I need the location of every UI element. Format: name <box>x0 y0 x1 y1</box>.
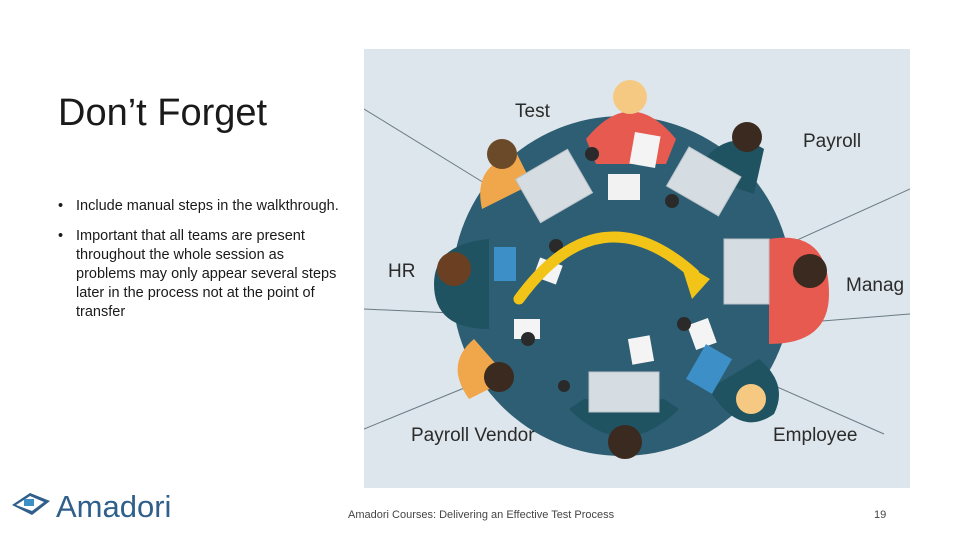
person-hr <box>434 239 489 329</box>
label-manager: Manag <box>846 275 904 296</box>
label-payroll-vendor: Payroll Vendor <box>411 425 535 446</box>
papers <box>514 131 717 365</box>
divider-lines <box>364 108 910 435</box>
slide-title: Don’t Forget <box>58 92 268 134</box>
bullet-item: • Important that all teams are present t… <box>56 227 346 322</box>
bullet-dot: • <box>58 228 64 244</box>
amadori-logo: Amadori <box>12 489 171 524</box>
bullet-list: • Include manual steps in the walkthroug… <box>56 197 346 333</box>
label-payroll: Payroll <box>803 131 861 152</box>
bullet-text: Include manual steps in the walkthrough. <box>76 198 339 214</box>
person-payroll <box>694 122 764 194</box>
person-employee <box>709 359 779 423</box>
handoff-arrow <box>513 231 710 305</box>
amadori-logo-icon <box>12 493 50 515</box>
tablets <box>494 247 732 394</box>
label-hr: HR <box>388 261 415 282</box>
footer-text: Amadori Courses: Delivering an Effective… <box>348 509 615 521</box>
page-number: 19 <box>874 509 887 521</box>
label-test: Test <box>515 101 551 122</box>
person-lower-left <box>457 339 514 399</box>
bullet-item: • Include manual steps in the walkthroug… <box>56 197 346 216</box>
bullet-dot: • <box>58 198 64 214</box>
person-top-left <box>480 139 532 209</box>
laptops <box>514 146 770 413</box>
phones-and-cups <box>521 147 691 392</box>
amadori-logo-text: Amadori <box>56 489 171 524</box>
person-manager <box>769 237 829 344</box>
bullet-text: Important that all teams are present thr… <box>76 228 337 320</box>
meeting-table-illustration: Test Payroll HR Manag Payroll Vendor Emp… <box>364 49 910 488</box>
label-employee: Employee <box>773 425 858 446</box>
